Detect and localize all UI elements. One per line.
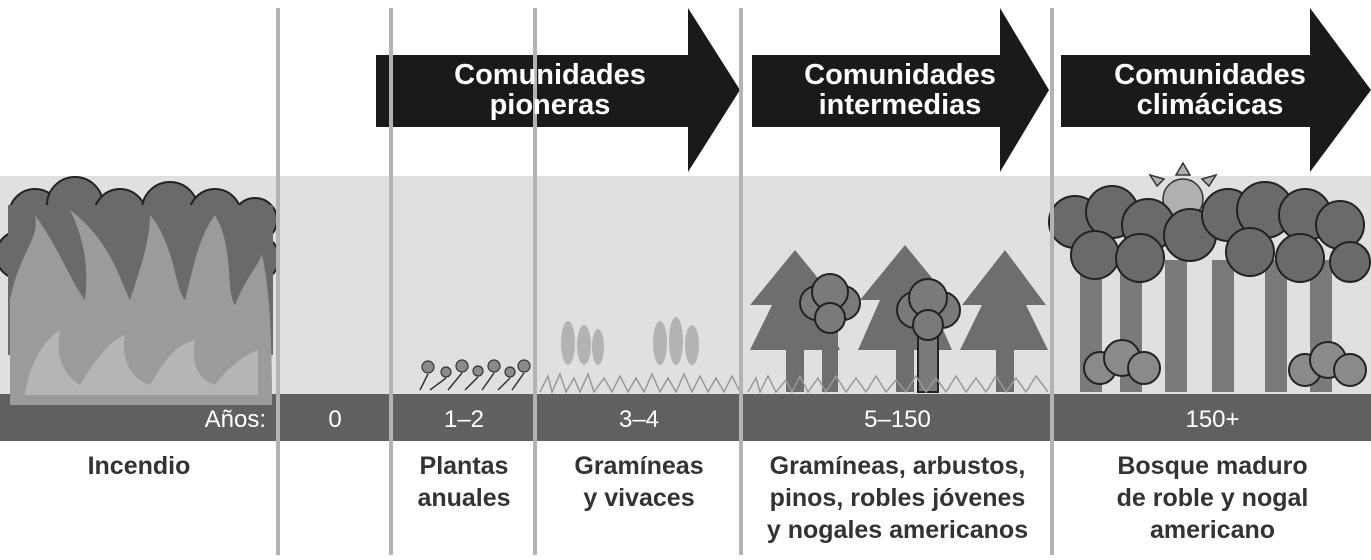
year-1-2: 1–2: [443, 406, 485, 433]
fire-illustration: [0, 176, 280, 405]
arrow-label-line2: pioneras: [489, 89, 611, 121]
arrow-label-line1: Comunidades: [1114, 59, 1306, 91]
stage-label-line: Gramíneas: [574, 452, 704, 480]
arrow-pioneer: [376, 8, 740, 172]
years-label: Años:: [204, 406, 266, 433]
grasses-illustration: [539, 317, 741, 395]
stage-label-line: pinos, robles jóvenes: [769, 484, 1026, 512]
arrow-label-line2: climácicas: [1136, 89, 1284, 121]
year-0: 0: [328, 406, 342, 433]
stage-label-line: americano: [1149, 516, 1276, 544]
stage-label-grasses: Gramíneas y vivaces: [537, 450, 741, 514]
stage-label-line: Incendio: [87, 452, 191, 480]
annual-plants-illustration: [419, 359, 531, 391]
stage-label-mature-forest: Bosque maduro de roble y nogal americano: [1054, 450, 1371, 546]
stage-label-annual-plants: Plantas anuales: [393, 450, 535, 514]
arrow-label-intermediate: Comunidades intermedias: [770, 60, 1030, 120]
arrow-intermediate: [752, 8, 1049, 172]
year-3-4: 3–4: [618, 406, 660, 433]
stage-label-line: anuales: [417, 484, 511, 512]
arrow-label-line1: Comunidades: [454, 59, 646, 91]
arrow-label-pioneer: Comunidades pioneras: [420, 60, 680, 120]
stage-label-line: y nogales americanos: [766, 516, 1029, 544]
stage-label-line: Gramíneas, arbustos,: [769, 452, 1026, 480]
year-150-plus: 150+: [1185, 406, 1240, 433]
stage-label-line: de roble y nogal: [1116, 484, 1309, 512]
dividers: [276, 8, 1054, 555]
stage-label-fire: Incendio: [0, 450, 278, 482]
arrow-climax: [1061, 8, 1371, 172]
arrow-label-line1: Comunidades: [804, 59, 996, 91]
stage-label-line: Plantas: [419, 452, 509, 480]
arrow-label-climax: Comunidades climácicas: [1080, 60, 1340, 120]
year-5-150: 5–150: [864, 406, 931, 433]
stage-label-line: y vivaces: [583, 484, 695, 512]
arrow-label-line2: intermedias: [818, 89, 982, 121]
intermediate-trees-illustration: [747, 245, 1049, 395]
mature-forest-illustration: [1048, 161, 1371, 392]
stage-label-intermediate: Gramíneas, arbustos, pinos, robles jóven…: [743, 450, 1052, 546]
stage-label-line: Bosque maduro: [1117, 452, 1308, 480]
